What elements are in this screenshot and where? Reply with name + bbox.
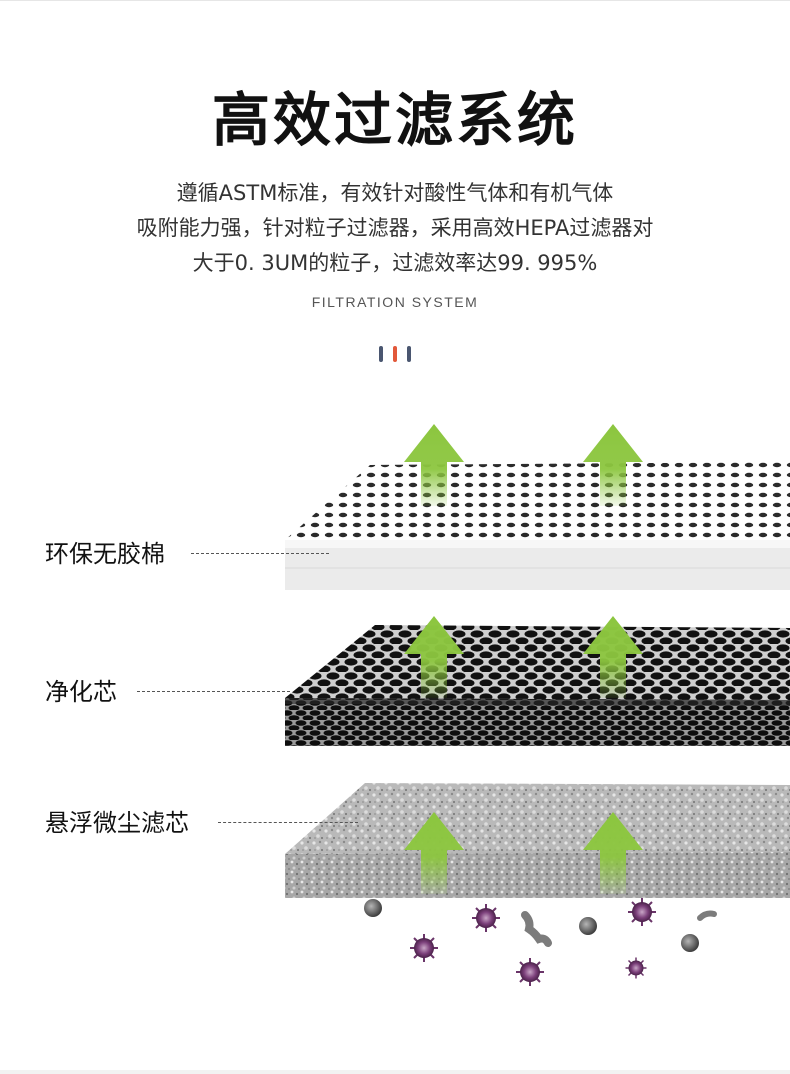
top-divider: [0, 0, 790, 1]
gray-dust-filter-layer: [285, 783, 790, 898]
virus-particle-icon: [624, 956, 648, 980]
page-title: 高效过滤系统: [211, 86, 578, 154]
description-line-2: 吸附能力强，针对粒子过滤器，采用高效HEPA过滤器对: [136, 216, 654, 240]
dust-particle-icon: [697, 910, 717, 921]
virus-particle-icon: [515, 957, 545, 987]
virus-particle-icon: [471, 903, 501, 933]
description-line-1: 遵循ASTM标准，有效针对酸性气体和有机气体: [176, 181, 614, 205]
dot-icon: [379, 346, 383, 362]
dust-particle-icon: [579, 917, 597, 935]
description: 遵循ASTM标准，有效针对酸性气体和有机气体 吸附能力强，针对粒子过滤器，采用高…: [0, 176, 790, 281]
dust-particle-icon: [681, 934, 699, 952]
virus-particle-icon: [409, 933, 439, 963]
white-mesh-layer: [285, 462, 790, 590]
decorative-dots: [379, 346, 411, 362]
virus-particle-icon: [627, 897, 657, 927]
dot-icon: [393, 346, 397, 362]
dust-particle-icon: [521, 911, 552, 947]
bottom-divider: [0, 1070, 790, 1074]
layer-label-2: 净化芯: [45, 678, 117, 706]
layer-label-1: 环保无胶棉: [45, 540, 165, 568]
dust-particle-icon: [364, 899, 382, 917]
leader-line-1: [191, 553, 329, 554]
subtitle: FILTRATION SYSTEM: [311, 294, 479, 310]
black-honeycomb-layer: [285, 625, 790, 746]
description-line-3: 大于0. 3UM的粒子，过滤效率达99. 995%: [192, 251, 598, 275]
layer-label-3: 悬浮微尘滤芯: [45, 809, 189, 837]
leader-line-2: [137, 691, 290, 692]
dot-icon: [407, 346, 411, 362]
leader-line-3: [218, 822, 358, 823]
